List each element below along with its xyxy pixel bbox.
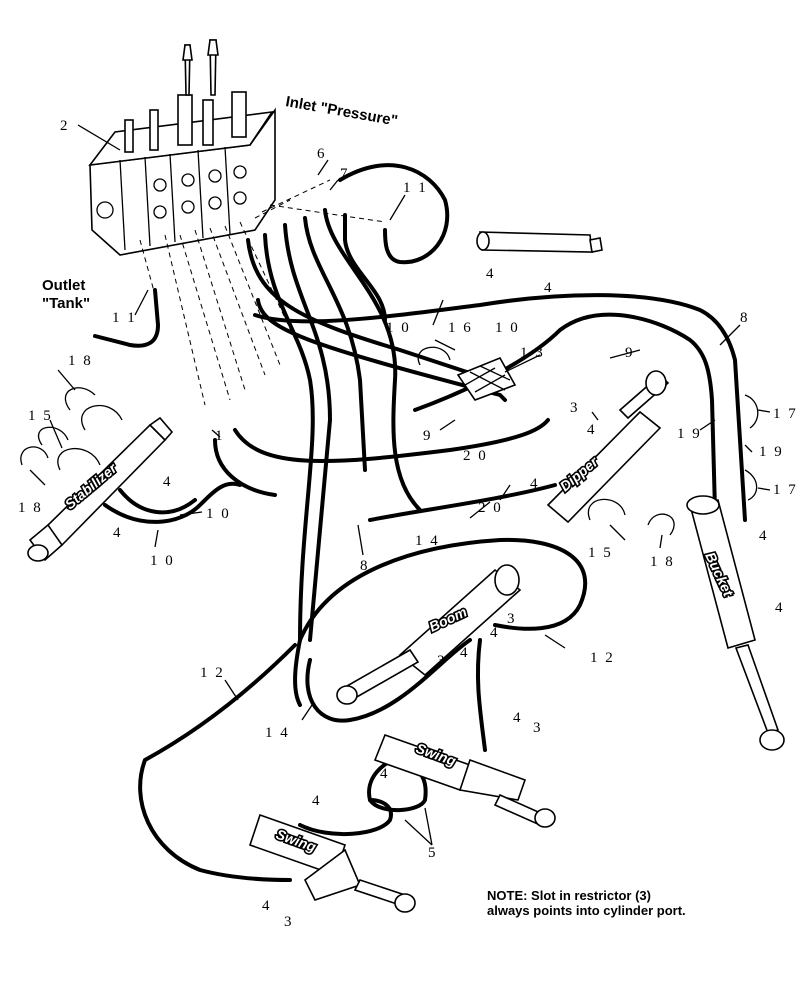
callout-4-dipper-b: 4 (530, 476, 540, 492)
callout-14-top: 1 4 (415, 533, 440, 549)
callout-4-swing-lower-b: 4 (262, 898, 272, 914)
leader-lines (29, 124, 771, 846)
callout-19-right: 1 9 (759, 444, 784, 460)
swing-cylinder-upper (373, 733, 556, 828)
hose-clamps (20, 346, 759, 536)
callout-19-left: 1 9 (677, 426, 702, 442)
callout-11-left: 1 1 (112, 310, 137, 326)
callout-4-swing-upper-a: 4 (513, 710, 523, 726)
callout-3-boom-a: 3 (507, 611, 517, 627)
callout-4-stabilizer-a: 4 (163, 474, 173, 490)
swing-cylinder-lower (248, 813, 416, 913)
callout-3-boom-b: 3 (437, 653, 447, 669)
callouts: 2 6 7 1 1 1 1 4 4 1 0 1 6 1 0 8 9 1 3 1 … (18, 118, 798, 930)
callout-5: 5 (428, 845, 438, 861)
inlet-pressure-label: Inlet "Pressure" (284, 93, 399, 129)
bucket-cylinder (686, 495, 785, 751)
outlet-label: Outlet (42, 277, 85, 294)
callout-18-top: 1 8 (68, 353, 93, 369)
callout-10-left-b: 1 0 (150, 553, 175, 569)
callout-4-stabilizer-b: 4 (113, 525, 123, 541)
callout-10-mid: 1 0 (386, 320, 411, 336)
control-valve-bank (88, 39, 276, 256)
callout-20-top: 2 0 (463, 448, 488, 464)
callout-15-right: 1 5 (588, 545, 613, 561)
callout-4-boom-b: 4 (460, 645, 470, 661)
callout-12-left: 1 2 (200, 665, 225, 681)
callout-10-left-a: 1 0 (206, 506, 231, 522)
callout-17-top: 1 7 (773, 406, 798, 422)
callout-4-bucket-a: 4 (759, 528, 769, 544)
callout-20-bottom: 2 0 (478, 500, 503, 516)
callout-4-top-b: 4 (544, 280, 554, 296)
hoses (93, 163, 747, 882)
top-cylinder (476, 231, 603, 253)
boom-cylinder (336, 564, 522, 705)
callout-4-swing-upper-b: 4 (380, 766, 390, 782)
callout-12-right: 1 2 (590, 650, 615, 666)
callout-18-right: 1 8 (650, 554, 675, 570)
callout-13: 1 3 (520, 345, 545, 361)
callout-4-boom-a: 4 (490, 625, 500, 641)
tank-label: "Tank" (42, 295, 90, 312)
note-line-1: NOTE: Slot in restrictor (3) (487, 888, 651, 903)
callout-3-swing-upper: 3 (533, 720, 543, 736)
callout-14-bottom: 1 4 (265, 725, 290, 741)
callout-9-mid: 9 (423, 428, 433, 444)
callout-8-mid: 8 (360, 558, 370, 574)
note-line-2: always points into cylinder port. (487, 903, 686, 918)
callout-3-dipper: 3 (570, 400, 580, 416)
callout-4-bucket-b: 4 (775, 600, 785, 616)
callout-18-left: 1 8 (18, 500, 43, 516)
callout-2: 2 (60, 118, 70, 134)
callout-15-left: 1 5 (28, 408, 53, 424)
callout-4-swing-lower-a: 4 (312, 793, 322, 809)
dipper-cylinder (546, 370, 670, 524)
callout-16: 1 6 (448, 320, 473, 336)
callout-8-right: 8 (740, 310, 750, 326)
callout-4-dipper-a: 4 (587, 422, 597, 438)
callout-3-swing-lower: 3 (284, 914, 294, 930)
callout-11-top: 1 1 (403, 180, 428, 196)
callout-9-right: 9 (625, 345, 635, 361)
callout-10-mid-right: 1 0 (495, 320, 520, 336)
callout-6: 6 (317, 146, 327, 162)
callout-17-bottom: 1 7 (773, 482, 798, 498)
callout-1: 1 (215, 428, 225, 444)
stabilizer-cylinder (27, 416, 174, 562)
callout-4-top-a: 4 (486, 266, 496, 282)
callout-7: 7 (340, 166, 350, 182)
